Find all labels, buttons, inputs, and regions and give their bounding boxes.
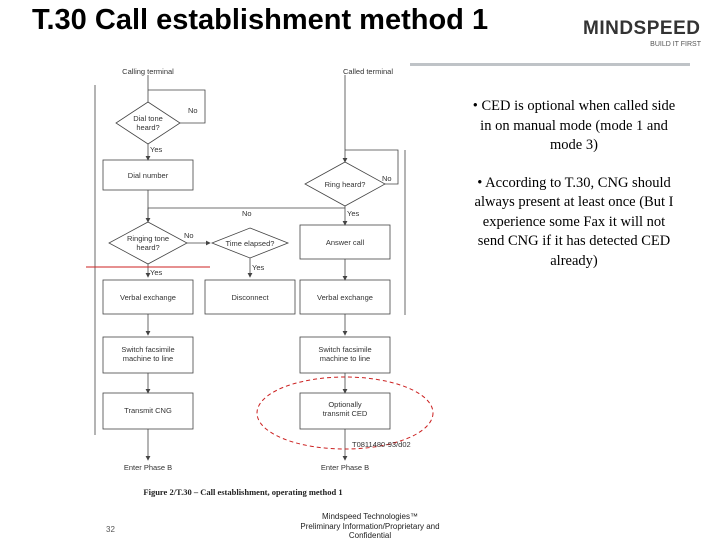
transmit-ced-label-1: Optionally	[328, 400, 362, 409]
footer-line-info: Preliminary Information/Proprietary and	[300, 521, 440, 531]
enter-phase-b-calling: Enter Phase B	[124, 463, 172, 472]
ring-heard-label: Ring heard?	[325, 180, 366, 189]
bullet-list: • CED is optional when called side in on…	[468, 97, 680, 289]
switch-called-label-2: machine to line	[320, 354, 370, 363]
mindspeed-logo: MINDSPEED BUILD IT FIRST	[583, 18, 713, 54]
figure-id: T0811480-93/d02	[352, 440, 411, 449]
called-header: Called terminal	[343, 67, 393, 76]
logo-tagline: BUILD IT FIRST	[650, 41, 701, 48]
disconnect-box	[204, 279, 296, 315]
ring-heard-no: No	[382, 174, 392, 183]
transmit-cng-label: Transmit CNG	[124, 406, 172, 415]
dial-number-label: Dial number	[128, 171, 169, 180]
ringing-yes: Yes	[150, 268, 162, 277]
switch-calling-label-2: machine to line	[123, 354, 173, 363]
footer-line-company: Mindspeed Technologies™	[322, 512, 418, 521]
switch-calling-label-1: Switch facsimile	[121, 345, 174, 354]
footer: Mindspeed Technologies™ Preliminary Info…	[270, 512, 470, 541]
calling-header: Calling terminal	[122, 67, 174, 76]
transmit-ced-label-2: transmit CED	[323, 409, 368, 418]
title-divider	[410, 63, 690, 66]
time-elapsed-no: No	[242, 209, 252, 218]
switch-called-label-1: Switch facsimile	[318, 345, 371, 354]
ringing-label-1: Ringing tone	[127, 234, 169, 243]
dial-tone-label-1: Dial tone	[133, 114, 163, 123]
verbal-exchange-calling-label: Verbal exchange	[120, 293, 176, 302]
slide-title: T.30 Call establishment method 1	[32, 4, 489, 36]
enter-phase-b-called: Enter Phase B	[321, 463, 369, 472]
disconnect-label: Disconnect	[231, 293, 269, 302]
ringing-label-2: heard?	[136, 243, 159, 252]
verbal-exchange-called-label: Verbal exchange	[317, 293, 373, 302]
ringing-no: No	[184, 231, 194, 240]
figure-caption: Figure 2/T.30 – Call establishment, oper…	[143, 487, 342, 497]
dial-tone-label-2: heard?	[136, 123, 159, 132]
time-elapsed-yes: Yes	[252, 263, 264, 272]
ced-highlight-ellipse	[256, 376, 434, 450]
footer-line-confidential: Confidential	[348, 531, 392, 540]
dial-tone-no: No	[188, 106, 198, 115]
time-elapsed-label: Time elapsed?	[226, 239, 275, 248]
ring-heard-yes: Yes	[347, 209, 359, 218]
logo-wordmark: MINDSPEED	[583, 18, 701, 39]
bullet-ced-optional: • CED is optional when called side in on…	[472, 98, 676, 153]
answer-call-label: Answer call	[326, 238, 365, 247]
page-number: 32	[106, 525, 115, 534]
bullet-cng-required: • According to T.30, CNG should always p…	[474, 174, 674, 269]
dial-tone-yes: Yes	[150, 145, 162, 154]
